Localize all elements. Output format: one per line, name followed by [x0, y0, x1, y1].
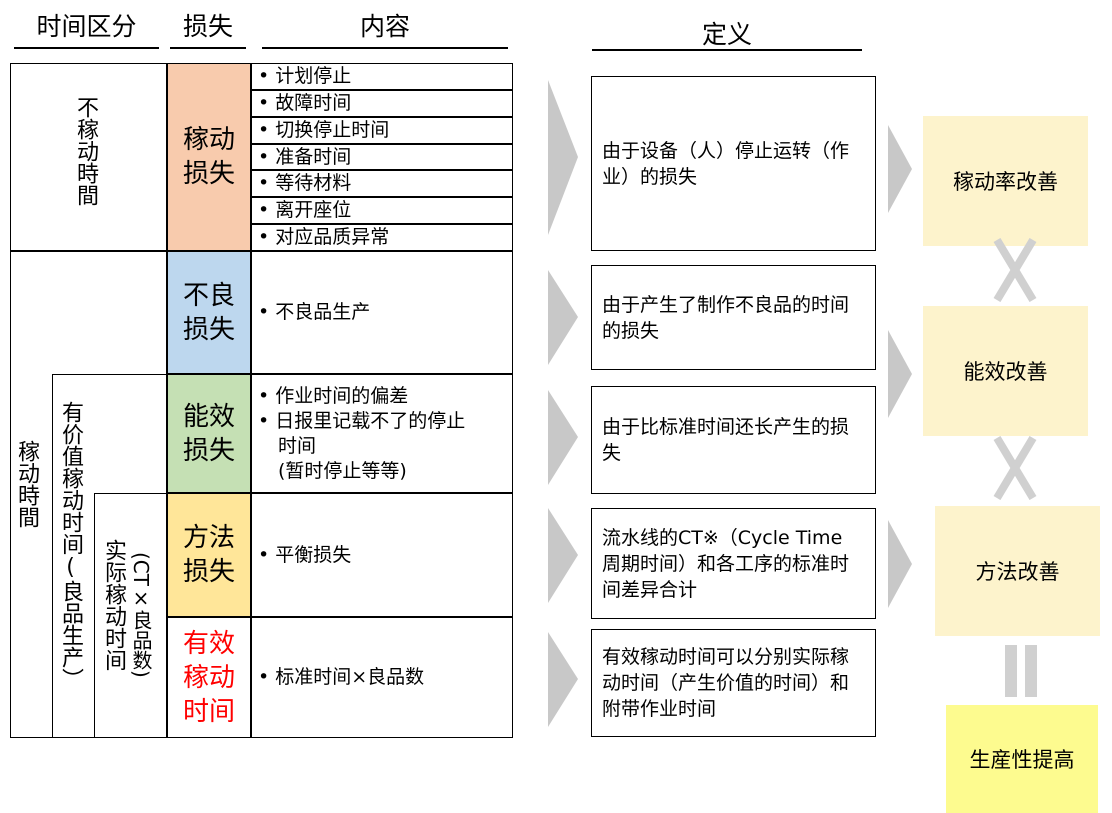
- loss-label-line: 损失: [182, 557, 235, 587]
- loss-label-line: 稼动: [182, 125, 235, 155]
- definition-box: 由于比标准时间还长产生的损失: [591, 386, 876, 494]
- definition-box: 流水线的CT※（Cycle Time 周期时间）和各工序的标准时间差异合计: [591, 508, 876, 619]
- definition-box: 由于设备（人）停止运转（作业）的损失: [591, 76, 876, 251]
- operating-rate-improvement-box: 稼动率改善: [923, 116, 1088, 246]
- chevron-right-icon: [548, 270, 578, 365]
- method-improvement-box: 方法改善: [935, 506, 1100, 636]
- efficiency-content-line: • 作业时间的偏差: [258, 384, 409, 407]
- operating-loss-cell: 稼动损失: [167, 63, 251, 251]
- definition-text: 由于设备（人）停止运转（作业）的损失: [602, 139, 850, 188]
- result-label: 生産性提高: [969, 748, 1075, 772]
- chevron-right-icon: [548, 508, 578, 603]
- non-operating-time-label: 不稼动時間: [73, 96, 98, 206]
- value-added-time-label: 有价值稼动时间(良品生产）: [58, 401, 83, 690]
- chevron-right-icon: [548, 632, 578, 727]
- efficiency-content-line: 时间: [278, 434, 317, 457]
- content-item: • 故障时间: [251, 90, 513, 117]
- effective-operating-time-cell: 有效稼动时间: [167, 617, 251, 738]
- header-underline: [592, 49, 862, 51]
- loss-label-line: 能效: [182, 401, 235, 432]
- effective-content-cell: • 标准时间×良品数: [251, 617, 513, 738]
- chevron-right-icon: [888, 520, 912, 608]
- definition-text: 由于比标准时间还长产生的损失: [602, 416, 850, 464]
- result-label: 稼动率改善: [953, 170, 1058, 194]
- non-operating-time-cell: 不稼动時間: [10, 63, 167, 251]
- loss-label-line: 有效: [182, 628, 235, 659]
- chevron-right-icon: [548, 80, 578, 235]
- defect-content-cell: • 不良品生产: [251, 251, 513, 374]
- efficiency-content-line: (暂时停止等等): [278, 459, 407, 482]
- method-loss-cell: 方法损失: [167, 493, 251, 617]
- content-item: • 计划停止: [251, 63, 513, 90]
- definition-text: 流水线的CT※（Cycle Time 周期时间）和各工序的标准时间差异合计: [602, 526, 850, 601]
- content-item: • 准备时间: [251, 144, 513, 170]
- header-content: 内容: [359, 12, 410, 41]
- effective-content: • 标准时间×良品数: [258, 666, 425, 688]
- content-item: • 等待材料: [251, 170, 513, 197]
- productivity-improvement-box: 生産性提高: [946, 705, 1098, 813]
- multiply-icon: [993, 238, 1037, 302]
- actual-operating-time-note: (CT×良品数): [129, 552, 153, 678]
- definition-text: 有效稼动时间可以分别实际稼动时间（产生价值的时间）和附带作业时间: [602, 646, 850, 720]
- definition-text: 由于产生了制作不良品的时间的损失: [602, 293, 850, 342]
- operating-time-label: 稼动時間: [14, 440, 39, 528]
- result-label: 能效改善: [963, 360, 1048, 384]
- loss-label-line: 稼动: [182, 662, 235, 693]
- equals-icon: [1005, 645, 1037, 697]
- loss-label-line: 时间: [182, 696, 235, 727]
- content-item: • 对应品质异常: [251, 224, 513, 251]
- header-underline: [170, 47, 246, 49]
- actual-operating-time-cell: 实际稼动时间 (CT×良品数): [94, 493, 167, 738]
- efficiency-improvement-box: 能效改善: [923, 306, 1088, 436]
- definition-box: 有效稼动时间可以分别实际稼动时间（产生价值的时间）和附带作业时间: [591, 629, 876, 737]
- defect-content: • 不良品生产: [258, 301, 371, 323]
- chevron-right-icon: [888, 330, 912, 418]
- defect-loss-cell: 不良损失: [167, 251, 251, 374]
- chevron-right-icon: [888, 125, 912, 213]
- header-underline: [262, 47, 508, 49]
- loss-label-line: 方法: [182, 523, 235, 553]
- multiply-icon: [993, 436, 1037, 500]
- header-underline: [14, 47, 159, 49]
- efficiency-content-cell: • 作业时间的偏差 • 日报里记载不了的停止 时间 (暂时停止等等): [251, 374, 513, 493]
- loss-label-line: 损失: [182, 314, 235, 345]
- loss-label-line: 损失: [182, 435, 235, 466]
- result-label: 方法改善: [975, 560, 1060, 584]
- chevron-right-icon: [548, 390, 578, 485]
- header-loss: 损失: [182, 12, 233, 41]
- efficiency-content-line: • 日报里记载不了的停止: [258, 409, 466, 432]
- header-time-division: 时间区分: [36, 12, 137, 41]
- efficiency-loss-cell: 能效损失: [167, 374, 251, 493]
- actual-operating-time-label: 实际稼动时间: [101, 539, 126, 671]
- header-definition: 定义: [701, 20, 752, 49]
- content-item: • 离开座位: [251, 197, 513, 224]
- loss-label-line: 损失: [182, 159, 235, 189]
- method-content: • 平衡损失: [258, 543, 352, 566]
- method-content-cell: • 平衡损失: [251, 493, 513, 617]
- definition-box: 由于产生了制作不良品的时间的损失: [591, 265, 876, 370]
- loss-label-line: 不良: [182, 280, 235, 311]
- content-item: • 切换停止时间: [251, 117, 513, 144]
